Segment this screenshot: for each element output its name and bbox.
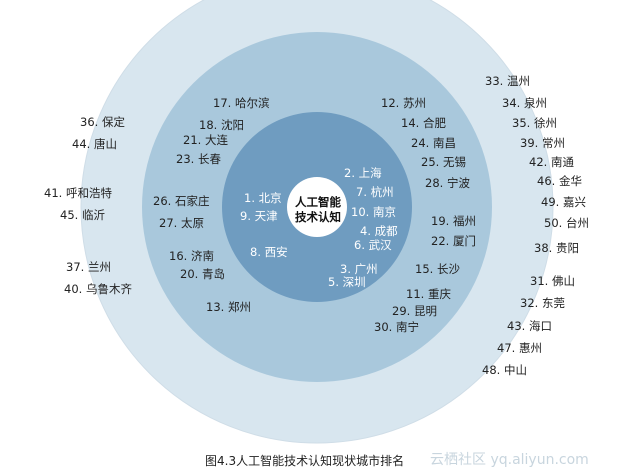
city-label-wuhan: 6. 武汉 [354,238,392,252]
city-label-dongguan: 32. 东莞 [520,296,565,310]
city-label-qingdao: 20. 青岛 [180,267,225,281]
concentric-rings [80,0,554,444]
city-label-dalian: 21. 大连 [183,133,228,147]
city-label-wulumuqi: 40. 乌鲁木齐 [64,282,132,296]
city-label-zhongshan: 48. 中山 [482,363,527,377]
city-label-baoding: 36. 保定 [80,115,125,129]
city-label-nantong: 42. 南通 [529,155,574,169]
city-label-guangzhou: 3. 广州 [340,262,378,276]
watermark: 云栖社区 yq.aliyun.com [430,452,589,468]
city-label-tangshan: 44. 唐山 [72,137,117,151]
city-label-chongqing: 11. 重庆 [406,287,451,301]
city-label-ningbo: 28. 宁波 [425,176,470,190]
city-label-hefei: 14. 合肥 [401,116,446,130]
city-label-kunming: 29. 昆明 [392,304,437,318]
city-label-nanchang: 24. 南昌 [411,136,456,150]
city-label-xiamen: 22. 厦门 [431,234,476,248]
city-label-taizhou: 50. 台州 [544,216,589,230]
city-label-jinhua: 46. 金华 [537,174,582,188]
center-circle [287,177,347,237]
city-label-hangzhou: 7. 杭州 [356,185,394,199]
city-label-wuxi: 25. 无锡 [421,155,466,169]
center-title-line2: 技术认知 [295,210,341,224]
figure-caption: 图4.3人工智能技术认知现状城市排名 [205,454,405,468]
city-label-huizhou: 47. 惠州 [497,341,542,355]
city-label-beijing: 1. 北京 [244,191,282,205]
city-label-haerbin: 17. 哈尔滨 [213,96,270,110]
center-title-line1: 人工智能 [295,195,341,209]
city-label-wenzhou: 33. 温州 [485,74,530,88]
city-label-jinan: 16. 济南 [169,249,214,263]
city-label-changsha: 15. 长沙 [415,262,460,276]
city-label-nanning: 30. 南宁 [374,320,419,334]
city-label-xian: 8. 西安 [250,245,288,259]
city-label-shanghai: 2. 上海 [344,166,382,180]
city-label-quanzhou: 34. 泉州 [502,96,547,110]
city-label-changzhou: 39. 常州 [520,136,565,150]
city-label-nanjing: 10. 南京 [351,205,396,219]
city-label-jiaxing: 49. 嘉兴 [541,195,586,209]
city-label-xuzhou: 35. 徐州 [512,116,557,130]
city-label-changchun: 23. 长春 [176,152,221,166]
city-label-shenzhen: 5. 深圳 [328,275,366,289]
city-label-tianjin: 9. 天津 [240,209,278,223]
city-label-suzhou: 12. 苏州 [381,96,426,110]
city-label-linyi: 45. 临沂 [60,208,105,222]
city-label-shenyang: 18. 沈阳 [199,118,244,132]
city-label-shijiazhuang: 26. 石家庄 [153,194,210,208]
city-label-haikou: 43. 海口 [507,319,552,333]
city-label-zhengzhou: 13. 郑州 [206,300,251,314]
city-label-taiyuan: 27. 太原 [159,216,204,230]
city-label-lanzhou: 37. 兰州 [66,260,111,274]
city-label-fuzhou: 19. 福州 [431,214,476,228]
city-label-foshan: 31. 佛山 [530,274,575,288]
city-label-guiyang: 38. 贵阳 [534,241,579,255]
city-label-huhehaote: 41. 呼和浩特 [44,186,112,200]
city-label-chengdu: 4. 成都 [360,224,398,238]
